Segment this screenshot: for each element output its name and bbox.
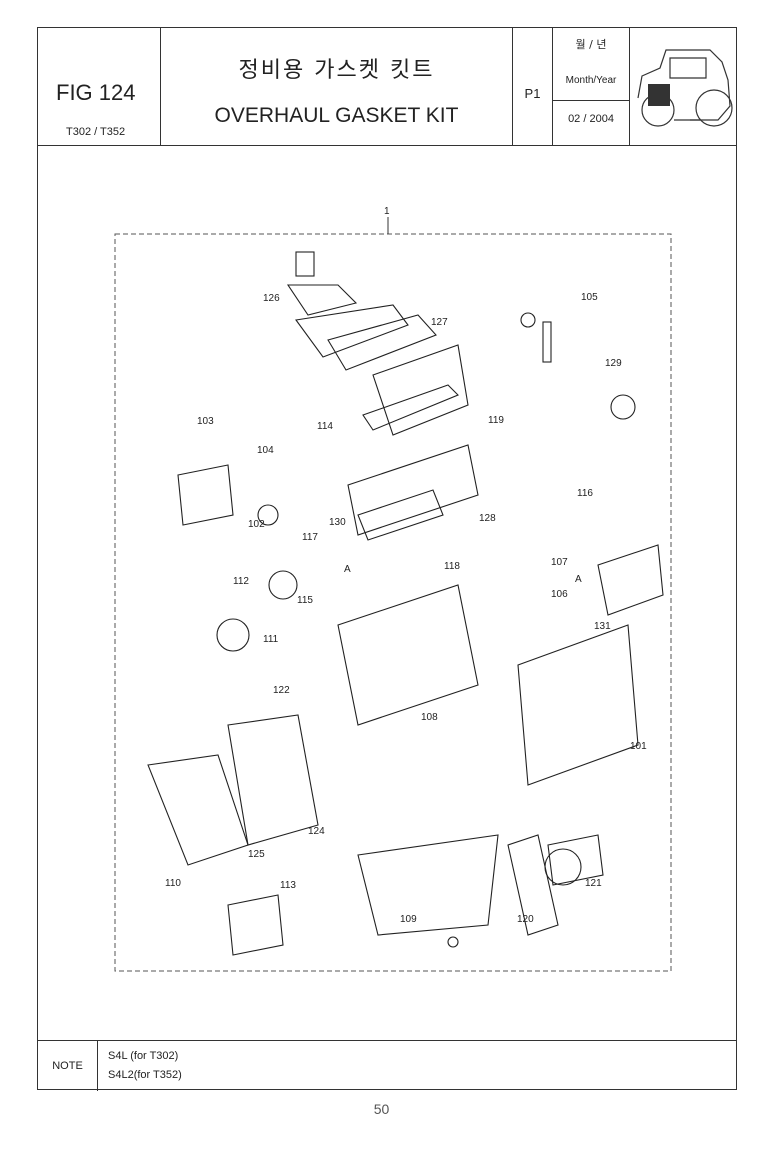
date-header: 월 / 년	[575, 38, 607, 51]
callout-109: 109	[400, 914, 417, 925]
callout-130: 130	[329, 517, 346, 528]
model-label: T302 / T352	[66, 126, 126, 138]
section-marker-a-2: A	[575, 574, 582, 585]
callout-127: 127	[431, 317, 448, 328]
callout-112: 112	[233, 576, 249, 587]
header: FIG 124 T302 / T352 정비용 가스켓 킷트 OVERHAUL …	[38, 28, 736, 146]
callout-104: 104	[257, 445, 274, 456]
tractor-cell	[630, 28, 736, 145]
callout-122: 122	[273, 685, 290, 696]
note-section: NOTE S4L (for T302) S4L2(for T352)	[38, 1040, 736, 1091]
page-frame: FIG 124 T302 / T352 정비용 가스켓 킷트 OVERHAUL …	[37, 27, 737, 1091]
callout-102: 102	[248, 519, 265, 530]
callout-121: 121	[585, 878, 602, 889]
callout-119: 119	[488, 415, 504, 426]
callout-115: 115	[297, 595, 313, 606]
callout-131: 131	[594, 621, 611, 632]
callout-105: 105	[581, 292, 598, 303]
callout-106: 106	[551, 589, 568, 600]
tractor-icon	[637, 49, 733, 127]
callout-101: 101	[630, 741, 647, 752]
page-code: P1	[524, 86, 541, 101]
title-english: OVERHAUL GASKET KIT	[214, 104, 459, 127]
callout-124: 124	[308, 826, 325, 837]
callout-120: 120	[517, 914, 534, 925]
page-number: 50	[373, 1101, 390, 1117]
callout-110: 110	[165, 878, 181, 889]
callout-126: 126	[263, 293, 280, 304]
callout-114: 114	[317, 421, 333, 432]
callout-128: 128	[479, 513, 496, 524]
callout-labels: 101 102 103 104 105 106 107 108 109 110 …	[165, 292, 647, 925]
fig-cell: FIG 124 T302 / T352	[38, 28, 161, 145]
date-value: 02 / 2004	[568, 113, 614, 125]
fig-label: FIG 124	[56, 80, 136, 105]
title-cell: 정비용 가스켓 킷트 OVERHAUL GASKET KIT	[161, 28, 513, 145]
page-code-cell: P1	[513, 28, 553, 145]
date-divider	[553, 100, 629, 101]
callout-118: 118	[444, 561, 460, 572]
callout-116: 116	[577, 488, 593, 499]
note-line-2: S4L2(for T352)	[108, 1069, 182, 1081]
kit-boundary	[114, 233, 672, 972]
callout-107: 107	[551, 557, 568, 568]
callout-1: 1	[384, 206, 390, 217]
callout-117: 117	[302, 532, 318, 543]
callout-111: 111	[263, 634, 279, 645]
note-line-1: S4L (for T302)	[108, 1050, 179, 1062]
callout-103: 103	[197, 416, 214, 427]
date-cell: 월 / 년 Month/Year 02 / 2004	[553, 28, 630, 145]
date-subheader: Month/Year	[565, 75, 617, 86]
section-marker-a: A	[344, 564, 351, 575]
note-label: NOTE	[38, 1041, 98, 1091]
parts-diagram: 1	[38, 145, 736, 1040]
callout-125: 125	[248, 849, 265, 860]
title-korean: 정비용 가스켓 킷트	[238, 58, 435, 83]
callout-113: 113	[280, 880, 296, 891]
callout-108: 108	[421, 712, 438, 723]
callout-129: 129	[605, 358, 622, 369]
